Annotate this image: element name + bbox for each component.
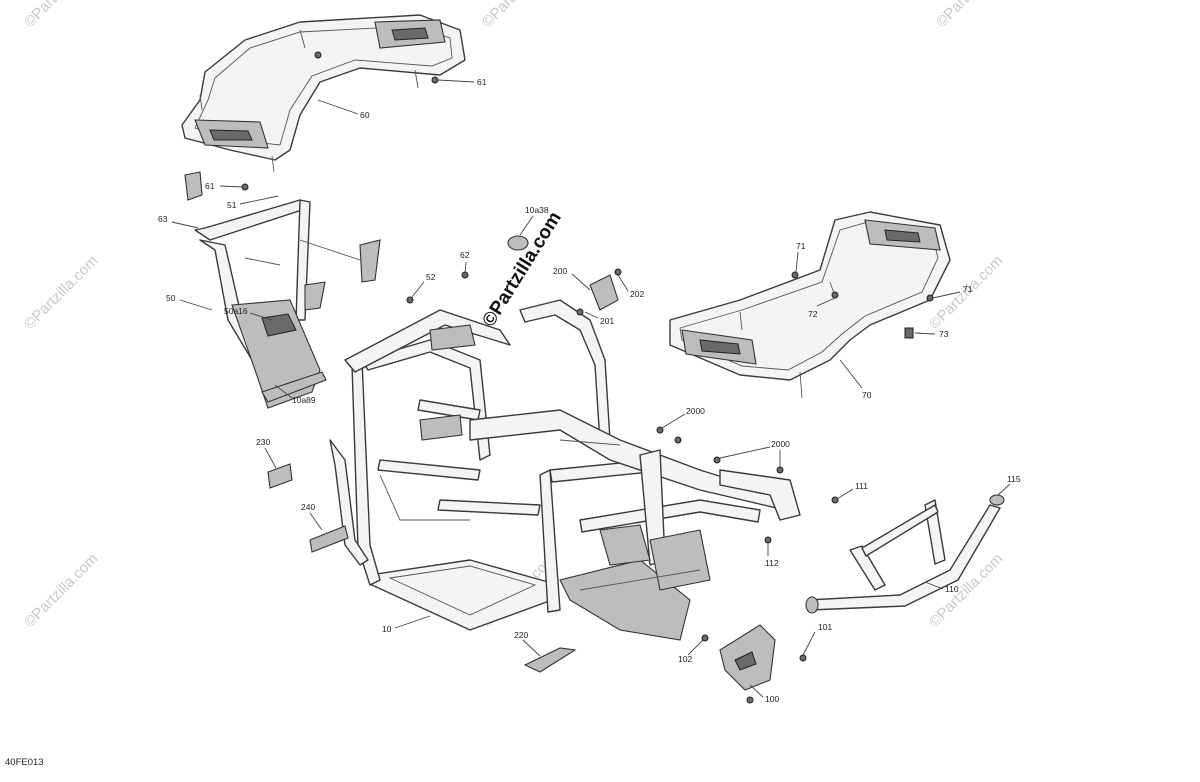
callout-label: 230 — [256, 437, 270, 447]
callout-label: 202 — [630, 289, 644, 299]
bracket-200[interactable] — [589, 274, 619, 311]
callout-label: 61 — [477, 77, 487, 87]
small-parts — [241, 51, 934, 704]
callout-label: 2000 — [686, 406, 705, 416]
callout-label: 70 — [862, 390, 872, 400]
callout-label: 10a38 — [525, 205, 549, 215]
trim-240[interactable] — [309, 525, 349, 553]
callout-label: 51 — [227, 200, 237, 210]
callout-label: 71 — [963, 284, 973, 294]
callout-label: 201 — [600, 316, 614, 326]
front-bumper-50[interactable] — [184, 171, 381, 409]
callout-label: 240 — [301, 502, 315, 512]
callout-label: 10 — [382, 624, 392, 634]
trim-230[interactable] — [267, 463, 293, 489]
leader-lines — [171, 79, 1011, 698]
callout-label: 50 — [166, 293, 176, 303]
callout-label: 62 — [460, 250, 470, 260]
callout-label: 101 — [818, 622, 832, 632]
watermark: ©Partzilla.com — [479, 0, 560, 31]
callout-label: 102 — [678, 654, 692, 664]
callout-label: 110 — [945, 584, 959, 594]
callout-label: 60 — [360, 110, 370, 120]
callout-label: 71 — [796, 241, 806, 251]
callout-label: 2000 — [771, 439, 790, 449]
front-rack-60[interactable] — [181, 14, 466, 173]
watermark: ©Partzilla.com — [933, 0, 1014, 31]
watermark: ©Partzilla.com — [21, 0, 102, 31]
callout-label: 72 — [808, 309, 818, 319]
callout-label: 73 — [939, 329, 949, 339]
rear-bumper-110[interactable] — [805, 494, 1005, 614]
callout-label: 115 — [1007, 474, 1021, 484]
callout-labels: 60 61 61 51 63 50 50a16 10a89 52 62 10a3… — [158, 77, 1021, 704]
callout-label: 200 — [553, 266, 567, 276]
callout-label: 220 — [514, 630, 528, 640]
watermark: ©Partzilla.com — [21, 550, 102, 631]
callout-label: 52 — [426, 272, 436, 282]
cap-10a38[interactable] — [507, 235, 529, 251]
rear-rack-70[interactable] — [669, 211, 951, 399]
callout-label: 61 — [205, 181, 215, 191]
callout-label: 63 — [158, 214, 168, 224]
watermark: ©Partzilla.com — [21, 252, 102, 333]
callout-label: 112 — [765, 558, 779, 568]
bracket-220[interactable] — [523, 647, 577, 673]
callout-label: 111 — [855, 481, 868, 491]
callout-label: 10a89 — [292, 395, 316, 405]
diagram-reference-code: 40FE013 — [5, 757, 44, 768]
callout-label: 50a16 — [224, 306, 248, 316]
callout-label: 100 — [765, 694, 779, 704]
